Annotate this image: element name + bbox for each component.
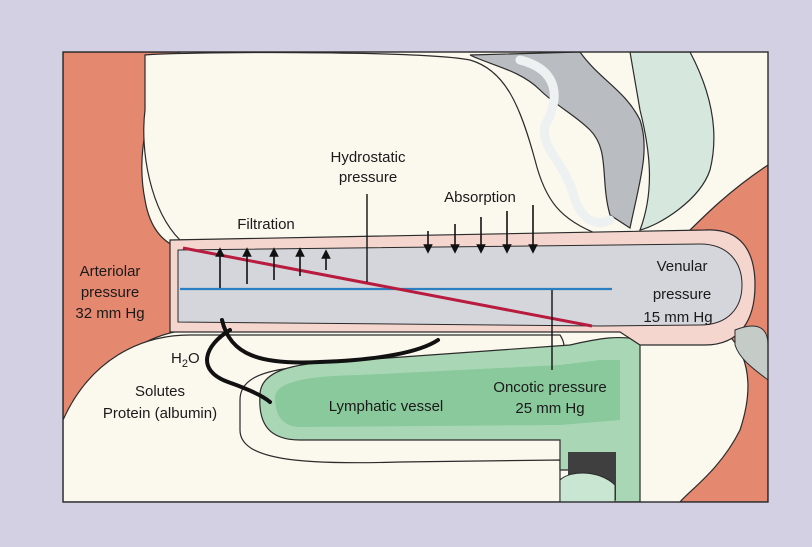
hydrostatic-label-1: Hydrostatic bbox=[330, 149, 406, 166]
venular-label-2: pressure bbox=[653, 286, 711, 303]
lymphatic-label: Lymphatic vessel bbox=[329, 398, 444, 415]
hydrostatic-label-2: pressure bbox=[339, 169, 397, 186]
arteriolar-label-1: Arteriolar bbox=[80, 263, 141, 280]
filtration-label: Filtration bbox=[237, 216, 295, 233]
absorption-label: Absorption bbox=[444, 189, 516, 206]
oncotic-label-1: Oncotic pressure bbox=[493, 379, 606, 396]
arteriolar-label-3: 32 mm Hg bbox=[75, 305, 144, 322]
oncotic-label-2: 25 mm Hg bbox=[515, 400, 584, 417]
protein-label: Protein (albumin) bbox=[103, 405, 217, 422]
venular-label-1: Venular bbox=[657, 258, 708, 275]
venular-label-3: 15 mm Hg bbox=[643, 309, 712, 326]
solutes-label: Solutes bbox=[135, 383, 185, 400]
arteriolar-label-2: pressure bbox=[81, 284, 139, 301]
